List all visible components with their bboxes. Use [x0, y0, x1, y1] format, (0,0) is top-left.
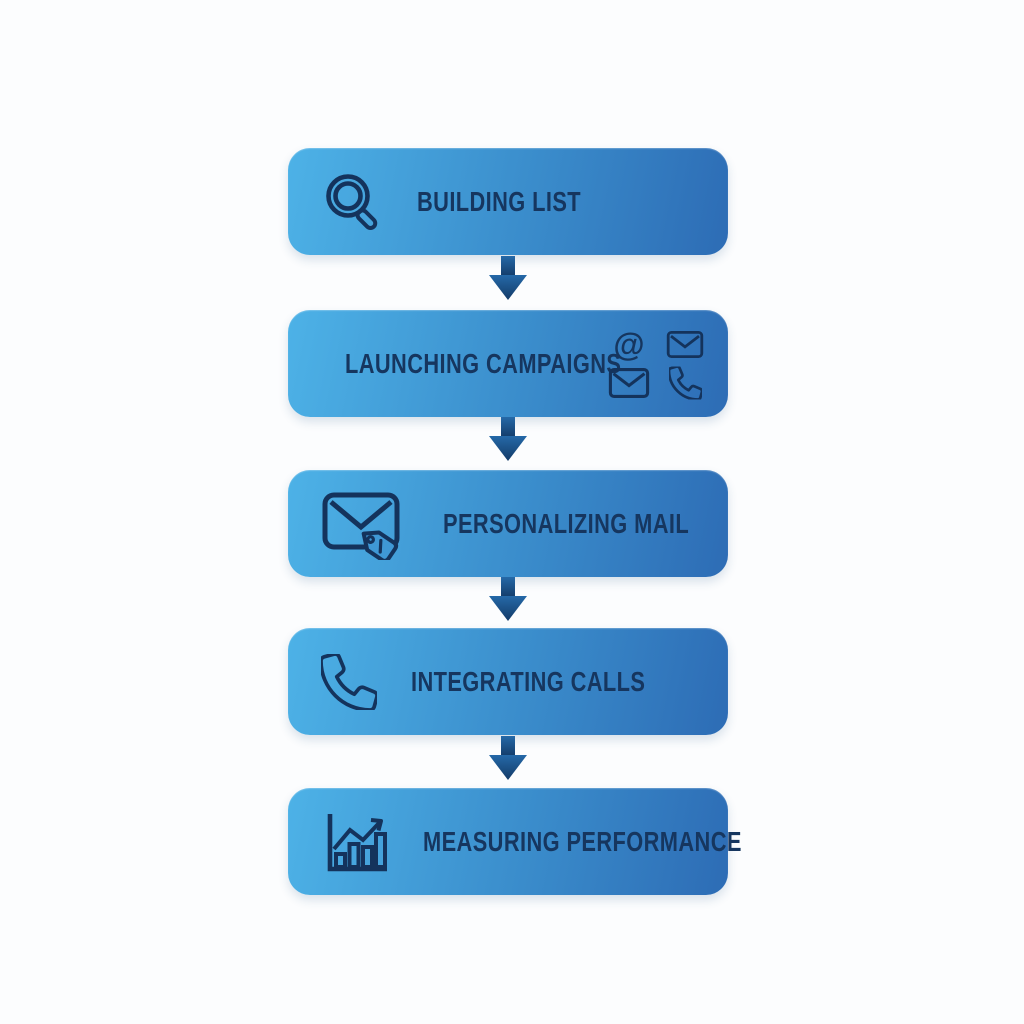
down-arrow — [489, 256, 527, 300]
step-label: INTEGRATING CALLS — [411, 665, 646, 697]
step-personalizing-mail: PERSONALIZING MAIL — [288, 470, 728, 577]
down-arrow — [489, 577, 527, 621]
step-measuring-performance: MEASURING PERFORMANCE — [288, 788, 741, 895]
down-arrow — [489, 736, 527, 780]
envelope-tag-icon — [321, 488, 409, 560]
at-icon: @ — [613, 326, 645, 362]
step-integrating-calls: INTEGRATING CALLS — [288, 628, 728, 735]
step-building-list: BUILDING LIST — [288, 148, 728, 255]
step-label: MEASURING PERFORMANCE — [423, 825, 742, 857]
phone-icon — [321, 653, 377, 710]
bar-chart-icon — [321, 809, 389, 875]
envelope-icon — [666, 330, 704, 358]
step-label: PERSONALIZING MAIL — [443, 507, 690, 539]
step-label: BUILDING LIST — [417, 185, 582, 217]
magnifier-icon — [321, 171, 383, 233]
phone-icon — [668, 366, 702, 399]
channel-icons: @ — [608, 328, 704, 399]
envelope-icon — [608, 367, 650, 398]
step-label: LAUNCHING CAMPAIGNS — [345, 347, 622, 379]
down-arrow — [489, 417, 527, 461]
step-launching-campaigns: LAUNCHING CAMPAIGNS @ — [288, 310, 728, 417]
